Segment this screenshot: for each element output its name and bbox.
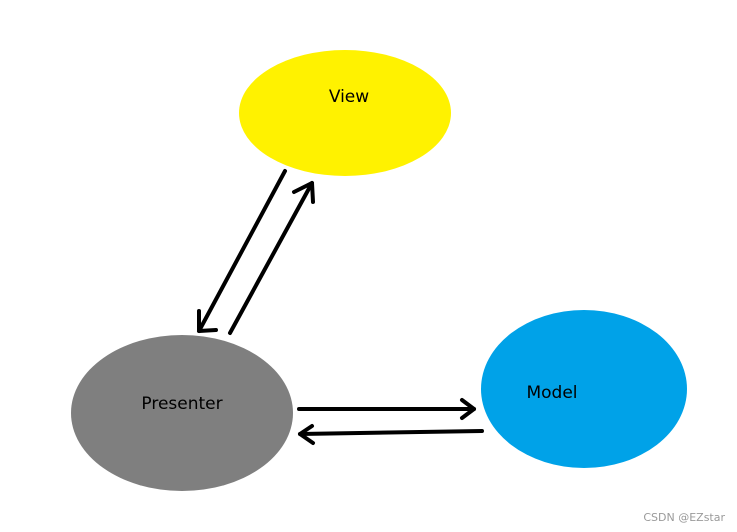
watermark: CSDN @EZstar xyxy=(643,511,725,524)
presenter-label: Presenter xyxy=(141,394,222,414)
presenter-node: Presenter xyxy=(71,335,293,491)
model-ellipse xyxy=(481,310,687,468)
arrow-presenter-to-view xyxy=(228,181,315,335)
view-label: View xyxy=(329,87,369,107)
arrow-model-to-presenter xyxy=(298,424,484,445)
model-node: Model xyxy=(481,310,687,468)
arrow-view-to-presenter xyxy=(197,169,287,333)
view-node: View xyxy=(239,50,451,176)
view-ellipse xyxy=(239,50,451,176)
presenter-ellipse xyxy=(71,335,293,491)
model-label: Model xyxy=(526,383,577,403)
arrow-presenter-to-model xyxy=(297,398,476,420)
